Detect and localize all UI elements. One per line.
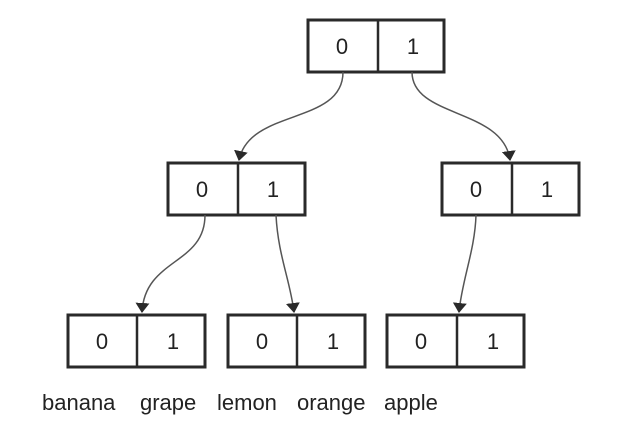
level2-c-right-bit: 1 [487,329,499,354]
level2-a-left-bit: 0 [96,329,108,354]
level2-b-left-bit: 0 [256,329,268,354]
level1-right-right-bit: 1 [541,177,553,202]
level1-left-right-bit: 1 [267,177,279,202]
level1-left-node: 0 1 [166,161,307,217]
leaf-label-grape: grape [140,390,197,415]
level2-node-a: 0 1 [66,313,207,369]
edge-l1left-1-to-b [275,214,300,313]
level2-c-left-bit: 0 [415,329,427,354]
edge-root-0-to-left [234,71,344,161]
level2-b-right-bit: 1 [327,329,339,354]
root-right-bit: 1 [407,34,419,59]
level1-right-left-bit: 0 [470,177,482,202]
leaf-label-banana: banana [42,390,116,415]
edge-l1right-0-to-c [452,214,477,313]
level2-a-right-bit: 1 [167,329,179,354]
leaf-label-orange: orange [297,390,366,415]
edge-l1left-0-to-a [135,214,206,313]
level2-node-b: 0 1 [226,313,367,369]
level1-right-node: 0 1 [440,161,581,217]
level2-node-c: 0 1 [385,313,526,369]
level1-left-left-bit: 0 [196,177,208,202]
leaf-label-lemon: lemon [217,390,277,415]
leaf-label-apple: apple [384,390,438,415]
root-node: 0 1 [306,18,446,74]
edge-root-1-to-right [411,71,516,161]
root-left-bit: 0 [336,34,348,59]
